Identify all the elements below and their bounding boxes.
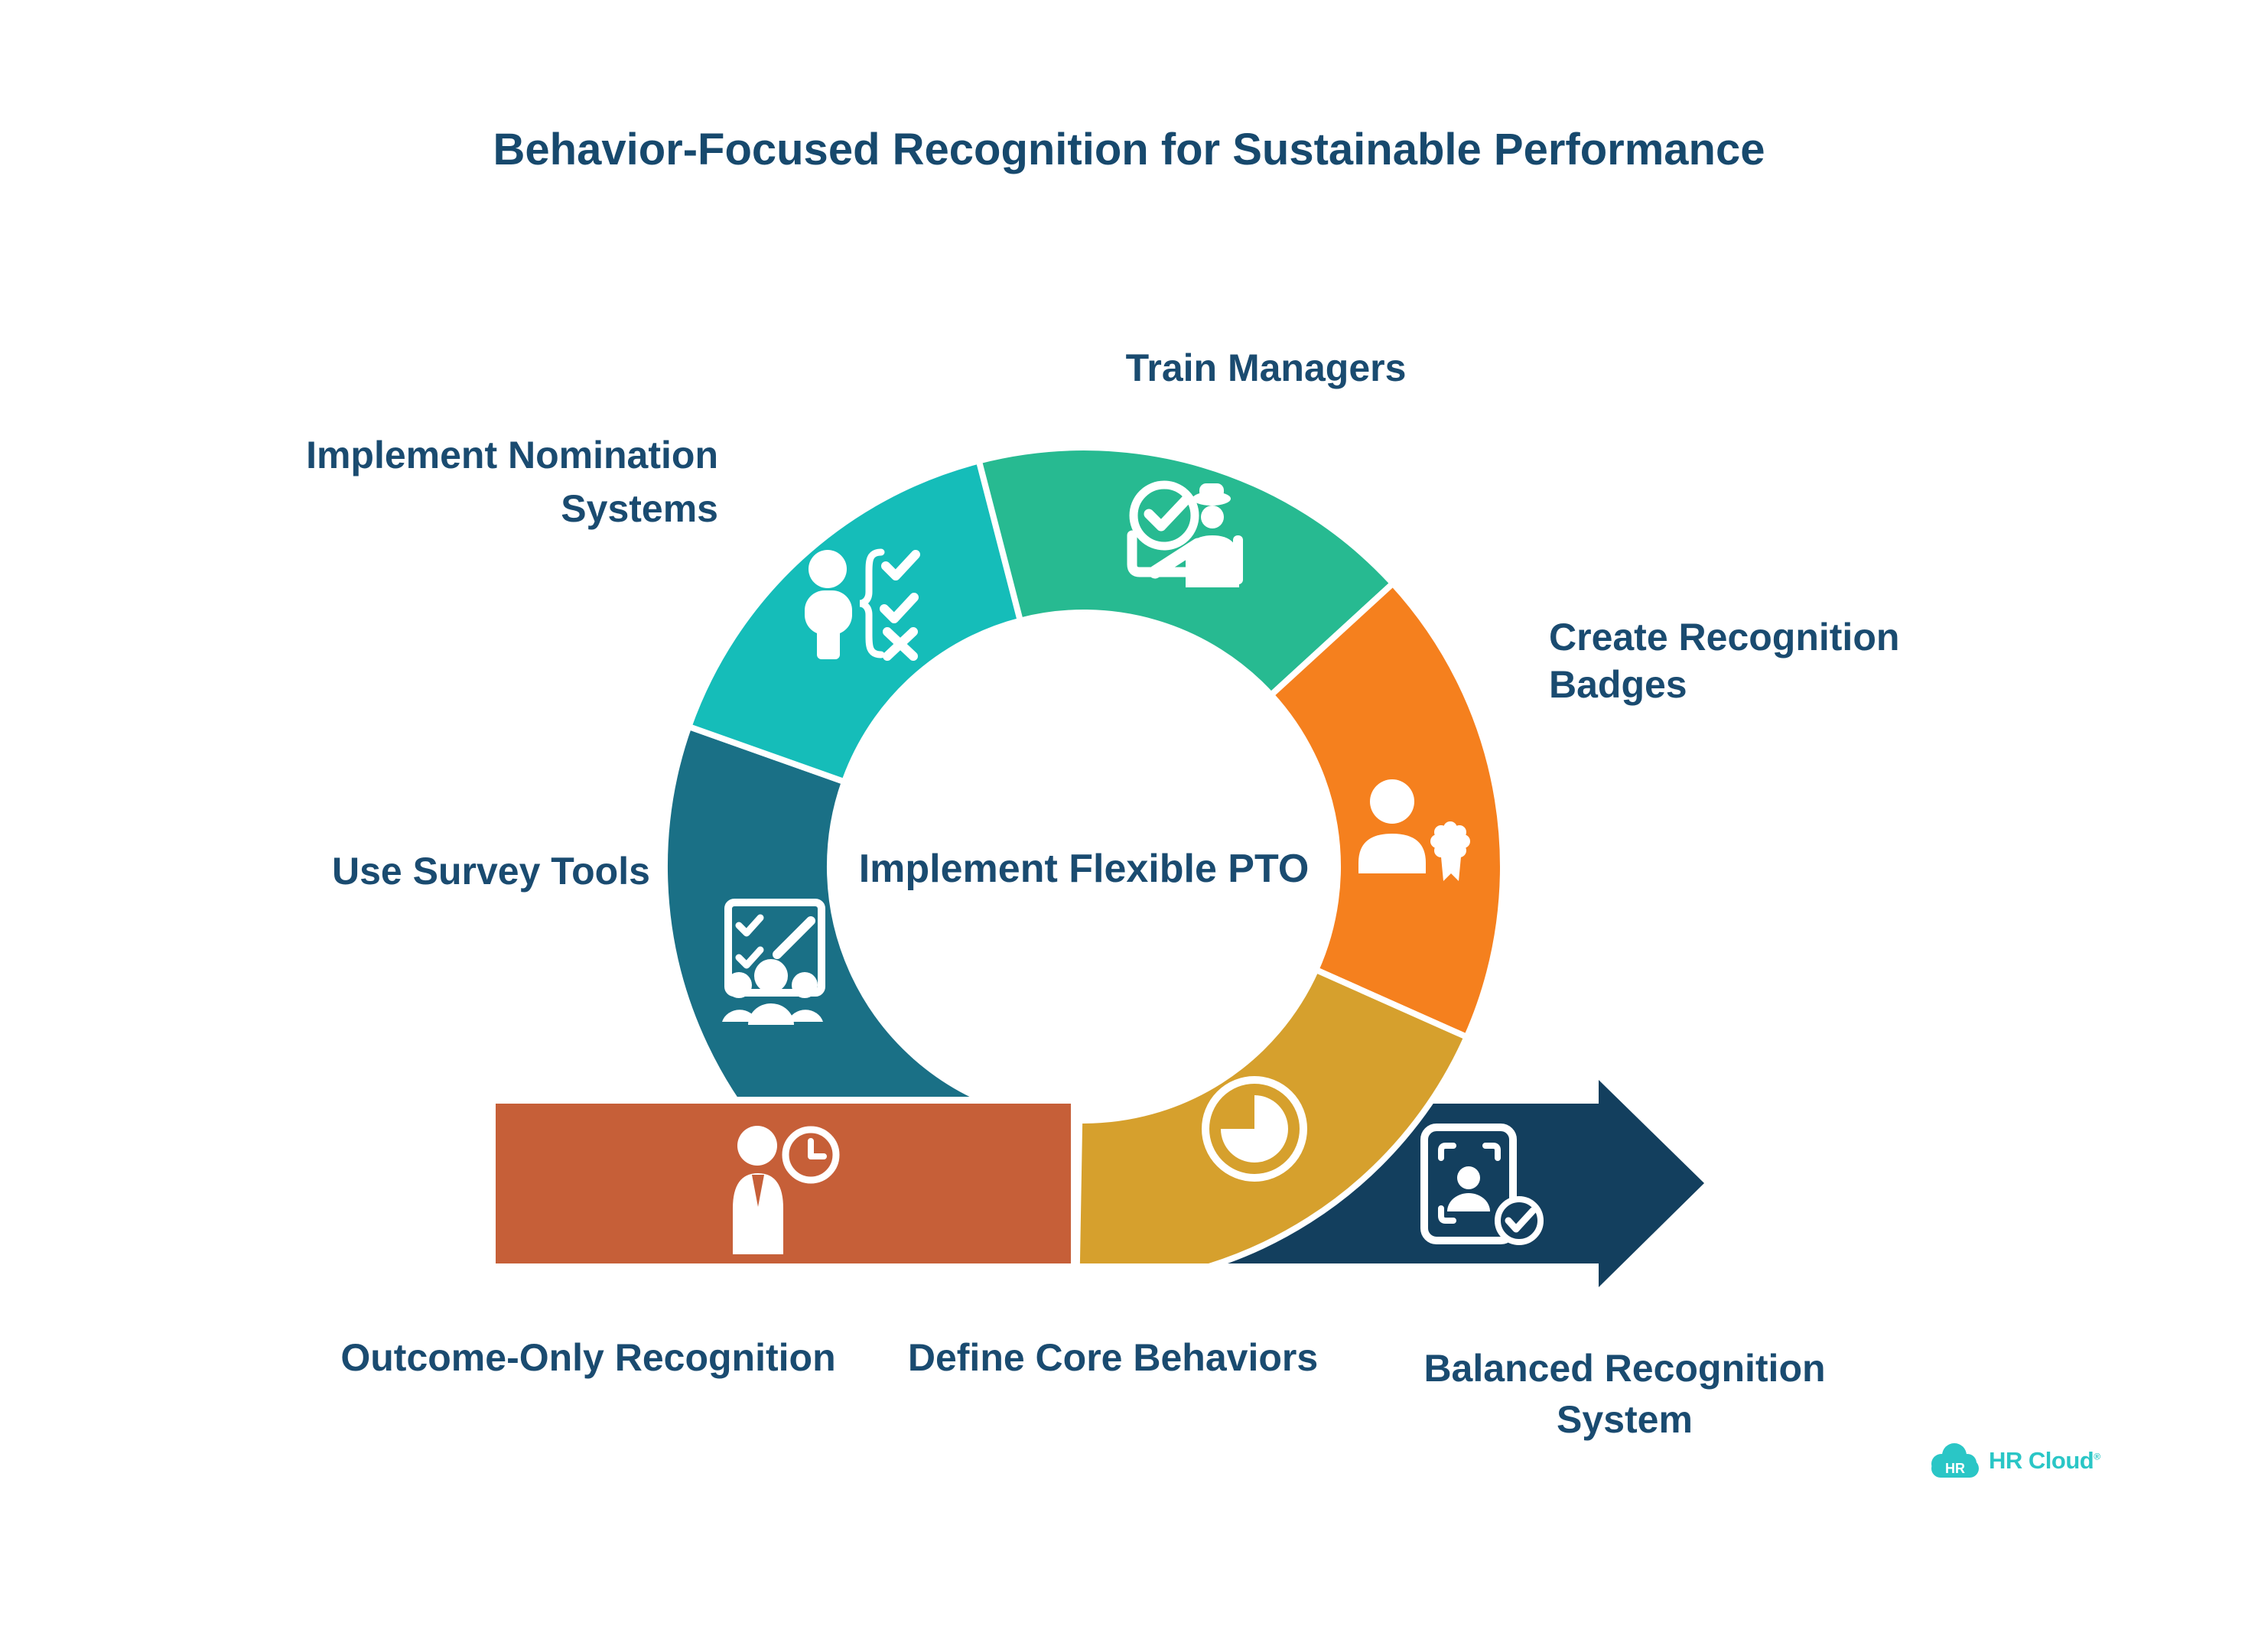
id-card-check-icon [1420, 1124, 1544, 1245]
person-award-badge-icon [1358, 779, 1470, 881]
survey-checklist-people-icon [722, 899, 825, 1025]
label-center-implement-flexible-pto: Implement Flexible PTO [858, 847, 1310, 891]
manager-approval-icon [1127, 480, 1243, 587]
label-use-survey-tools: Use Survey Tools [332, 850, 650, 893]
donut-inner-circle [825, 608, 1342, 1125]
label-balanced-recognition-system: Balanced Recognition System [1423, 1347, 1826, 1441]
registered-mark: ® [2094, 1451, 2100, 1462]
label-define-core-behaviors: Define Core Behaviors [907, 1336, 1319, 1379]
cloud-icon: HR [1931, 1443, 1979, 1478]
person-checklist-icon [805, 548, 920, 661]
person-clock-icon [733, 1126, 840, 1254]
logo-wordmark: HR Cloud® [1989, 1447, 2100, 1474]
time-quarter-pie-icon [1202, 1076, 1307, 1182]
segment-implement-nomination [685, 457, 1023, 785]
label-create-recognition-badges: Create Recognition Badges [1549, 616, 1900, 706]
label-outcome-only-recognition: Outcome-Only Recognition [340, 1336, 836, 1379]
white-strip-band-bottom [482, 1263, 1597, 1308]
label-implement-nomination-systems: Implement Nomination Systems [306, 434, 718, 530]
hr-cloud-logo: HR HR Cloud® [1929, 1442, 2100, 1479]
label-train-managers: Train Managers [1125, 346, 1407, 389]
white-strip-band-top [482, 1097, 1079, 1104]
page-title: Behavior-Focused Recognition for Sustain… [493, 125, 1765, 174]
logo-badge-text: HR [1945, 1461, 1965, 1476]
